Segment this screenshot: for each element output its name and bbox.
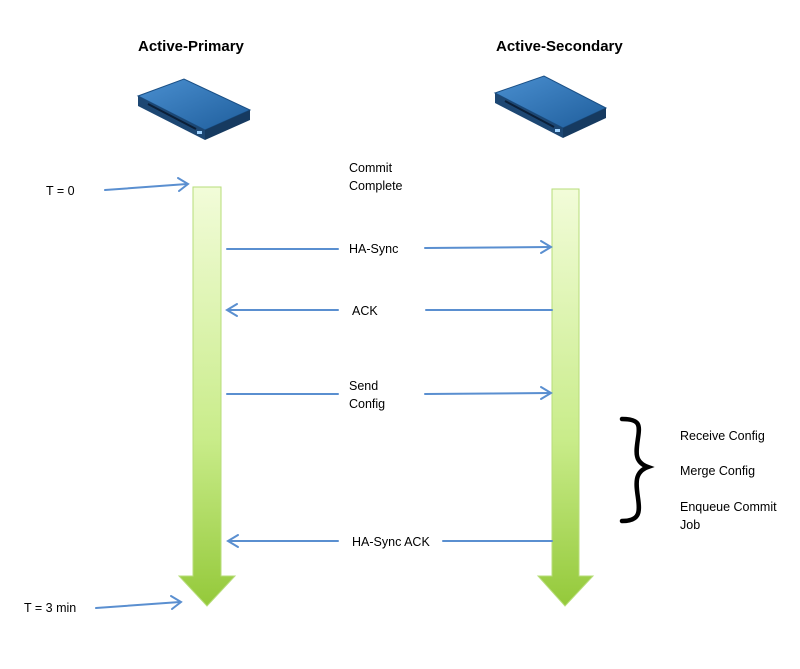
send-config-label: Send Config bbox=[349, 379, 386, 411]
ack-arrow bbox=[225, 303, 553, 317]
t0-arrow bbox=[104, 177, 190, 192]
secondary-device-icon bbox=[493, 75, 608, 138]
merge-config-label: Merge Config bbox=[680, 464, 756, 478]
secondary-title: Active-Secondary bbox=[496, 38, 623, 55]
primary-device-icon bbox=[136, 78, 252, 140]
ha-sync-ack-arrow bbox=[226, 534, 553, 548]
ha-sync-label: HA-Sync bbox=[349, 242, 399, 256]
ha-sync-arrow bbox=[226, 240, 553, 254]
ha-sync-ack-label: HA-Sync ACK bbox=[352, 535, 430, 549]
steps-curly-brace bbox=[619, 416, 655, 524]
secondary-lifeline bbox=[536, 188, 595, 607]
receive-config-label: Receive Config bbox=[680, 429, 765, 443]
send-config-arrow bbox=[226, 386, 553, 400]
primary-lifeline bbox=[177, 186, 237, 607]
primary-title: Active-Primary bbox=[138, 38, 244, 55]
t3min-arrow bbox=[95, 595, 183, 610]
ack-label: ACK bbox=[352, 304, 378, 318]
enqueue-commit-label: Enqueue Commit Job bbox=[680, 500, 777, 532]
commit-complete-label: Commit Complete bbox=[349, 161, 403, 193]
time-start-label: T = 0 bbox=[46, 184, 75, 198]
time-end-label: T = 3 min bbox=[24, 601, 77, 615]
